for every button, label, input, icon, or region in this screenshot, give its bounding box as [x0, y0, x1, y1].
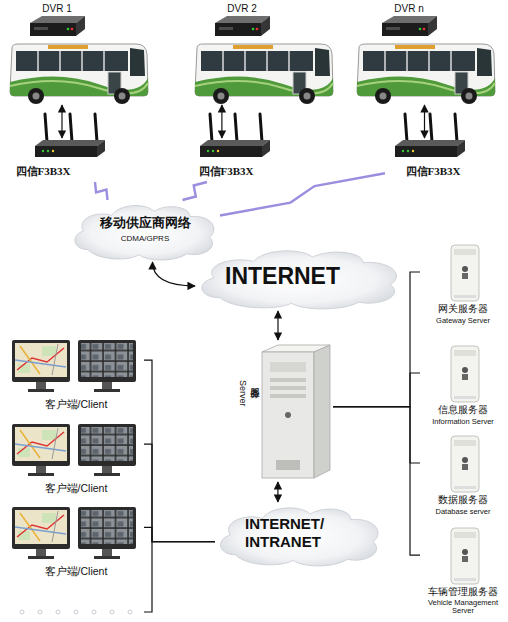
- node-label: 客户端/Client: [8, 482, 144, 494]
- node-label: 网关服务器: [420, 304, 506, 315]
- node-label: DVR n: [352, 3, 466, 15]
- router: [35, 114, 105, 157]
- node-label: Information Server: [420, 418, 506, 427]
- dvr-group: DVR 1: [5, 2, 150, 105]
- client-node: 客户端/Client: [8, 337, 144, 414]
- server-node: 数据服务器 Database server: [420, 433, 506, 523]
- map-monitor: [12, 340, 70, 392]
- connector: [221, 105, 222, 138]
- network-cloud: 移动供应商网络 CDMA/GPRS: [70, 200, 220, 262]
- dvr-group: DVR n: [352, 2, 497, 105]
- node-label: 数据服务器: [420, 495, 506, 506]
- cloud-outline: [221, 508, 379, 566]
- router-node: 四信F3B3X: [5, 138, 105, 182]
- node-label: 客户端/Client: [8, 565, 144, 577]
- dots: [20, 610, 132, 614]
- node-label: Database server: [420, 508, 506, 517]
- connector: [144, 360, 215, 541]
- connector: [277, 482, 278, 502]
- server-node: 信息服务器 Information Server: [420, 343, 506, 433]
- server-node: 网关服务器 Gateway Server: [420, 242, 506, 332]
- node-label: 客户端/Client: [8, 398, 144, 410]
- dvr-device: [30, 16, 85, 36]
- video-monitor: [78, 507, 136, 559]
- server-icon: [451, 245, 479, 301]
- bus: [357, 44, 495, 104]
- node-label: CDMA/GPRS: [70, 234, 220, 243]
- main-server: [262, 345, 330, 478]
- server-icon: [451, 528, 479, 584]
- node-label: DVR 2: [190, 3, 294, 15]
- video-monitor: [78, 340, 136, 392]
- node-label: Gateway Server: [420, 317, 506, 326]
- node-label: DVR 1: [5, 3, 109, 15]
- node-label: 四信F3B3X: [393, 165, 473, 178]
- connector: [333, 407, 420, 463]
- server-node: 服务器Server: [238, 340, 333, 482]
- map-monitor: [12, 424, 70, 476]
- bus: [195, 44, 333, 104]
- router-node: 四信F3B3X: [188, 138, 283, 182]
- wireless-link: [95, 182, 108, 200]
- connector: [153, 262, 196, 286]
- bus: [10, 44, 148, 104]
- node-label: Vehicle Management Server: [420, 599, 506, 616]
- connector: [144, 527, 215, 541]
- wireless-link: [183, 182, 208, 200]
- client-node: 客户端/Client: [8, 421, 144, 498]
- node-label: INTERNET/ INTRANET: [245, 515, 355, 551]
- cloud-shape: [70, 200, 220, 262]
- wireless-link: [220, 173, 385, 215]
- network-cloud: INTERNET: [195, 245, 405, 311]
- router: [200, 114, 270, 157]
- connector: [144, 444, 215, 541]
- node-label: INTERNET: [195, 263, 370, 289]
- server-icon: [451, 436, 479, 492]
- node-label: 信息服务器: [420, 405, 506, 416]
- dvr-device: [382, 16, 437, 36]
- node-label: 车辆管理服务器: [420, 587, 506, 598]
- network-cloud: INTERNET/ INTRANET: [215, 502, 385, 568]
- connector: [333, 373, 420, 407]
- map-monitor: [12, 507, 70, 559]
- router: [395, 114, 465, 157]
- node-label: 移动供应商网络: [70, 216, 220, 230]
- router-node: 四信F3B3X: [385, 138, 480, 182]
- node-label: Server: [238, 380, 248, 407]
- server-node: 车辆管理服务器Vehicle Management Server: [420, 525, 506, 622]
- node-label: 四信F3B3X: [5, 165, 81, 178]
- node-label: 四信F3B3X: [188, 165, 264, 178]
- connector: [61, 105, 62, 138]
- bracket-line: [144, 542, 152, 612]
- server-icon: [451, 346, 479, 402]
- dvr-group: DVR 2: [190, 2, 335, 105]
- connector: [277, 311, 278, 340]
- connector: [424, 105, 425, 138]
- cloud-outline: [75, 206, 214, 261]
- video-monitor: [78, 424, 136, 476]
- dvr-device: [215, 16, 270, 36]
- client-node: 客户端/Client: [8, 504, 144, 582]
